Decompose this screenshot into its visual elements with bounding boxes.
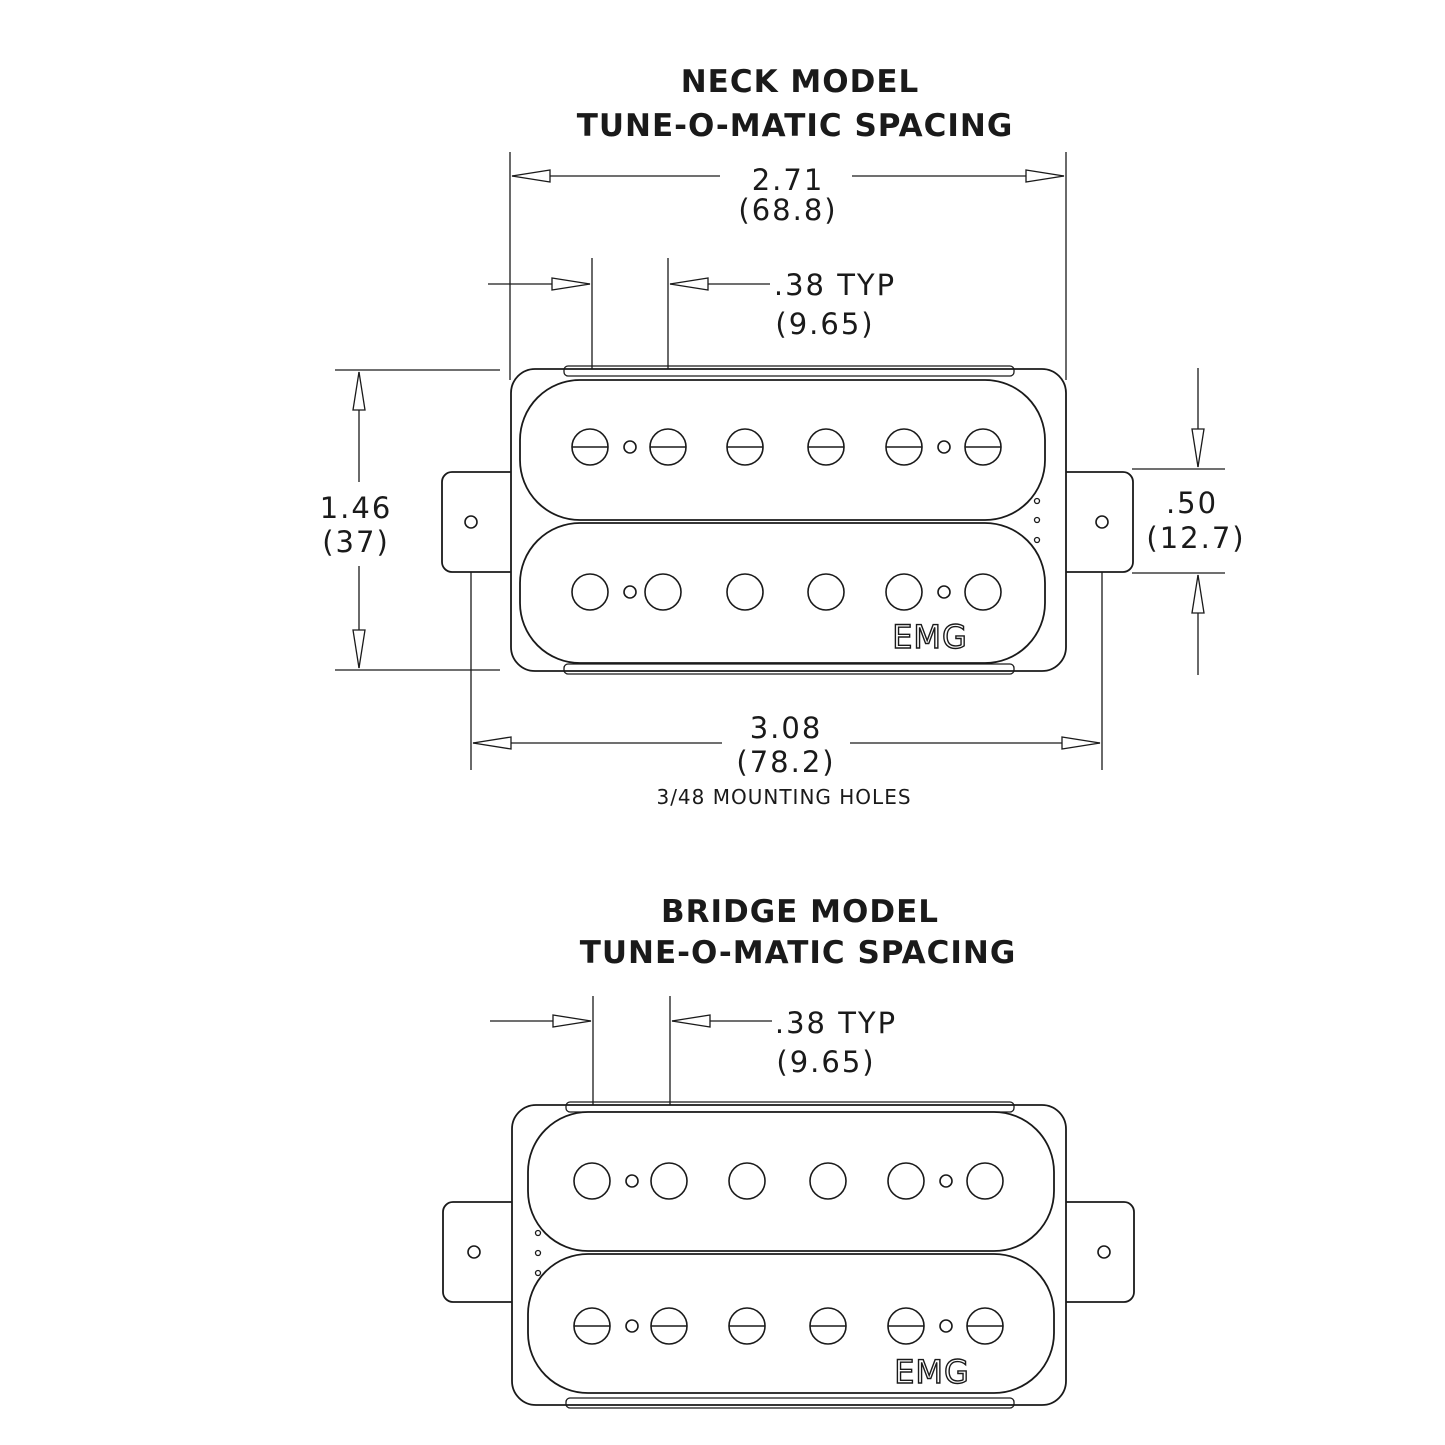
bridge-pole-spacing-dimension: .38 TYP (9.65) [490, 996, 897, 1182]
bridge-title-line1: BRIDGE MODEL [661, 894, 939, 930]
neck-bottom-pole-1 [571, 573, 609, 611]
neck-emg-logo: EMG [892, 618, 968, 656]
neck-title-line2: TUNE-O-MATIC SPACING [577, 108, 1014, 144]
bridge-right-mounting-hole [1097, 1245, 1111, 1259]
neck-mount-mm: (78.2) [736, 745, 835, 779]
neck-height-inches: 1.46 [320, 491, 393, 525]
bridge-left-mounting-tab [442, 1201, 524, 1303]
neck-top-screw-2 [937, 440, 951, 454]
neck-coil-dimension: .50 (12.7) [1132, 368, 1245, 675]
bridge-bottom-coil [527, 1253, 1055, 1394]
neck-bottom-pole-6 [964, 573, 1002, 611]
neck-pole-spacing-dimension: .38 TYP (9.65) [488, 258, 896, 450]
neck-width-mm: (68.8) [738, 193, 837, 227]
neck-left-mounting-hole [464, 515, 478, 529]
neck-bottom-screw-2 [937, 585, 951, 599]
neck-pickup: EMG [441, 365, 1134, 675]
neck-bottom-pole-2 [644, 573, 682, 611]
bridge-top-screw-1 [625, 1174, 639, 1188]
bridge-bottom-screw-2 [939, 1319, 953, 1333]
bridge-top-pole-6 [966, 1162, 1004, 1200]
neck-mount-inches: 3.08 [750, 711, 823, 745]
neck-coil-inches: .50 [1166, 486, 1218, 520]
bridge-model-drawing: BRIDGE MODEL TUNE-O-MATIC SPACING .38 TY… [442, 894, 1135, 1409]
neck-bottom-pole-3 [726, 573, 764, 611]
bridge-top-pole-3 [728, 1162, 766, 1200]
neck-height-mm: (37) [322, 525, 390, 559]
bridge-top-coil [527, 1111, 1055, 1252]
bridge-bottom-screw-1 [625, 1319, 639, 1333]
neck-bottom-pole-4 [807, 573, 845, 611]
bridge-top-pole-1 [573, 1162, 611, 1200]
neck-width-inches: 2.71 [752, 163, 825, 197]
neck-coil-mm: (12.7) [1146, 521, 1245, 555]
neck-title-line1: NECK MODEL [681, 64, 920, 100]
neck-bottom-pole-5 [885, 573, 923, 611]
bridge-top-pole-4 [809, 1162, 847, 1200]
bridge-top-screw-2 [939, 1174, 953, 1188]
neck-top-coil [519, 379, 1046, 521]
bridge-pickup: EMG [442, 1101, 1135, 1409]
neck-bottom-coil [519, 522, 1046, 664]
neck-pole-spacing-inches: .38 TYP [774, 268, 896, 302]
bridge-left-mounting-hole [467, 1245, 481, 1259]
bridge-title-line2: TUNE-O-MATIC SPACING [580, 935, 1017, 971]
neck-mount-note: 3/48 MOUNTING HOLES [656, 785, 911, 809]
neck-mount-dimension: 3.08 (78.2) 3/48 MOUNTING HOLES [470, 525, 1103, 809]
neck-model-drawing: NECK MODEL TUNE-O-MATIC SPACING 2.71 (68… [320, 64, 1245, 809]
neck-right-mounting-hole [1095, 515, 1109, 529]
neck-top-screw-1 [623, 440, 637, 454]
neck-width-dimension: 2.71 (68.8) [509, 152, 1067, 380]
neck-height-dimension: 1.46 (37) [320, 369, 500, 671]
bridge-top-pole-2 [650, 1162, 688, 1200]
neck-bottom-screw-1 [623, 585, 637, 599]
bridge-pole-spacing-mm: (9.65) [776, 1045, 875, 1079]
bridge-top-pole-5 [887, 1162, 925, 1200]
bridge-emg-logo: EMG [894, 1353, 970, 1391]
neck-pole-spacing-mm: (9.65) [775, 307, 874, 341]
bridge-pole-spacing-inches: .38 TYP [775, 1006, 897, 1040]
neck-left-mounting-tab [441, 471, 523, 573]
